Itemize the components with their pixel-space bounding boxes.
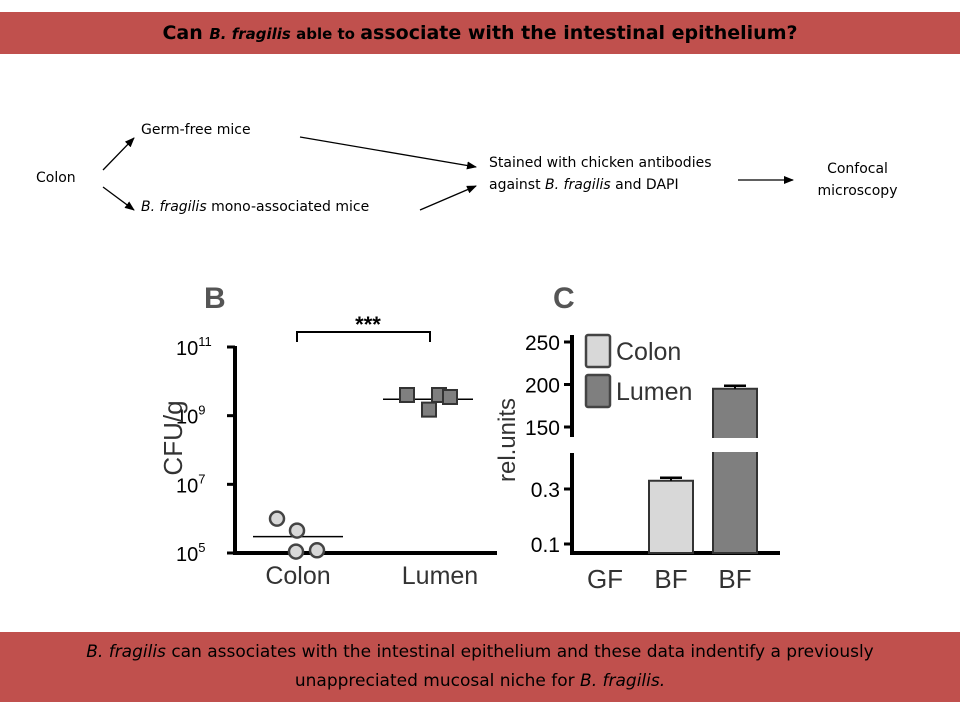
- conclusion-text-1: can associates with the intestinal epith…: [165, 642, 874, 662]
- panel-b-ytick-label: 107: [176, 471, 205, 497]
- conclusion-text-2: unappreciated mucosal niche for: [294, 671, 581, 691]
- panel-c-xlabel-1: BF: [654, 564, 687, 594]
- stained-line-2: against B. fragilis and DAPI: [489, 174, 712, 196]
- arrow-colon-to-germfree: [102, 137, 135, 171]
- colon-point: [268, 510, 286, 527]
- colon-point: [308, 542, 326, 559]
- stained-line-2a: against: [489, 177, 546, 193]
- legend-label-lumen: Lumen: [616, 378, 692, 406]
- panel-b-ytick-label: 105: [176, 540, 205, 566]
- conclusion-species-2: B. fragilis.: [580, 671, 666, 691]
- legend-label-colon: Colon: [616, 338, 681, 366]
- colon-label: Colon: [36, 170, 76, 186]
- legend-swatch-colon: [584, 333, 612, 369]
- stained-line-1: Stained with chicken antibodies: [489, 155, 712, 171]
- arrow-mono-to-stained: [419, 185, 477, 211]
- panel-c-xlabel-2: BF: [718, 564, 751, 594]
- stained-label: Stained with chicken antibodies against …: [489, 152, 712, 196]
- lumen-point: [442, 388, 458, 405]
- panel-c-ytick-label: 0.3: [531, 479, 560, 502]
- title-species: B. fragilis: [209, 25, 291, 43]
- panel-b-label: B: [204, 282, 226, 315]
- conclusion-banner: B. fragilis can associates with the inte…: [0, 632, 960, 702]
- conclusion-species-1: B. fragilis: [86, 642, 166, 662]
- stained-line-2b: B. fragilis: [545, 177, 611, 193]
- conclusion-line-2: unappreciated mucosal niche for B. fragi…: [295, 667, 665, 696]
- title-banner: Can B. fragilis able to associate with t…: [0, 12, 960, 54]
- panel-c-ytick-label: 0.1: [531, 534, 560, 557]
- lumen-point: [421, 401, 437, 418]
- germ-free-label: Germ-free mice: [141, 122, 251, 138]
- title-part-1: Can: [162, 22, 210, 44]
- panel-b: B 1011 109 107 105 CFU/g *** Colon Lumen: [158, 282, 497, 590]
- panel-b-ytick-label: 1011: [176, 334, 212, 360]
- panel-b-ytick-label: 109: [176, 403, 205, 429]
- lumen-point: [399, 386, 415, 403]
- arrow-colon-to-mono: [102, 186, 135, 211]
- bar-bf-colon: [648, 479, 694, 554]
- panel-c-label: C: [553, 282, 575, 315]
- panel-c-ytick-label: 250: [525, 332, 560, 355]
- confocal-line-2: microscopy: [817, 183, 898, 199]
- significance-stars: ***: [355, 312, 381, 337]
- panel-b-ylabel: CFU/g: [158, 400, 188, 475]
- mono-rest: mono-associated mice: [206, 199, 370, 215]
- axis-break-gap: [560, 438, 785, 452]
- panel-c-ytick-label: 200: [525, 375, 560, 398]
- panel-b-xlabel-colon: Colon: [265, 562, 330, 590]
- panel-b-xlabel-lumen: Lumen: [402, 562, 478, 590]
- panel-c-xlabel-0: GF: [587, 564, 623, 594]
- bar-bf-lumen: [712, 387, 758, 554]
- stained-line-2c: and DAPI: [610, 177, 679, 193]
- mono-associated-label: B. fragilis mono-associated mice: [141, 196, 369, 218]
- panel-c-ylabel: rel.units: [494, 398, 521, 482]
- confocal-label: Confocal microscopy: [790, 158, 925, 202]
- panel-c-ytick-label: 150: [525, 417, 560, 440]
- title-part-3: able to: [290, 25, 361, 43]
- significance-bracket: [296, 331, 431, 342]
- title-part-4: associate with the intestinal epithelium…: [360, 22, 798, 44]
- colon-point: [287, 543, 305, 560]
- title-text: Can B. fragilis able to associate with t…: [162, 22, 797, 44]
- legend-swatch-lumen: [584, 373, 612, 409]
- arrow-germfree-to-stained: [299, 136, 477, 170]
- mono-species: B. fragilis: [141, 199, 207, 215]
- confocal-line-1: Confocal: [827, 161, 888, 177]
- colon-point: [288, 522, 306, 539]
- conclusion-line-1: B. fragilis can associates with the inte…: [86, 638, 874, 667]
